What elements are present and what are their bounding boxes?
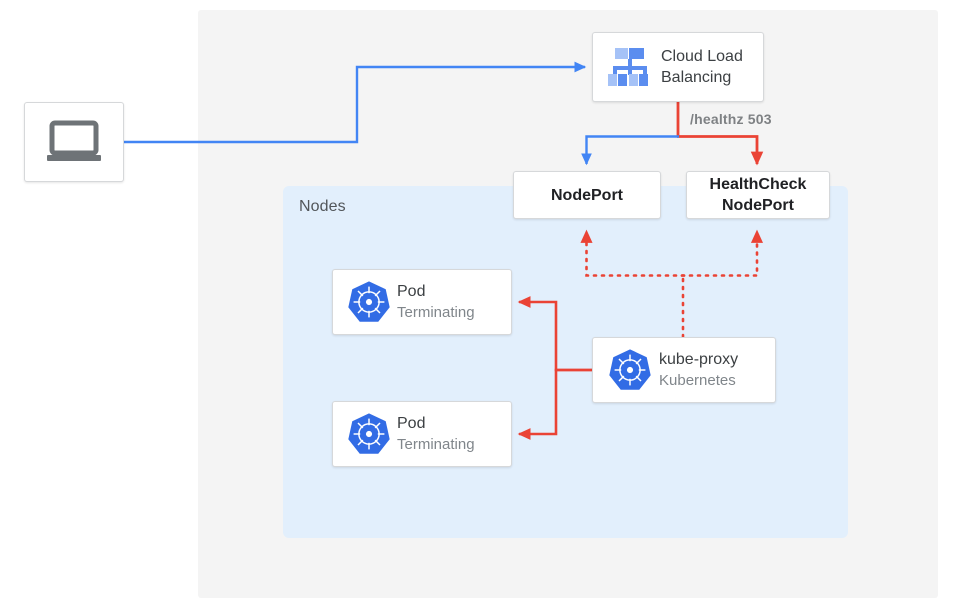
pod-2-texts: Pod Terminating	[397, 413, 475, 455]
healthcheck-nodeport-title: HealthCheck NodePort	[709, 176, 807, 214]
pod-1-status: Terminating	[397, 304, 475, 321]
healthz-label: /healthz 503	[690, 111, 772, 127]
nodeport-title: NodePort	[551, 186, 623, 204]
kubernetes-icon	[341, 280, 397, 324]
pod-1-title: Pod	[397, 283, 426, 300]
nodes-region-label: Nodes	[299, 198, 346, 215]
kubernetes-icon	[341, 412, 397, 456]
kube-proxy-texts: kube-proxy Kubernetes	[659, 349, 738, 391]
cloud-load-balancing-title: Cloud Load Balancing	[661, 48, 743, 86]
pod-node-2[interactable]: Pod Terminating	[332, 401, 512, 467]
healthcheck-nodeport-node[interactable]: HealthCheck NodePort	[686, 171, 830, 219]
kubernetes-icon	[601, 348, 659, 392]
laptop-icon	[45, 120, 103, 164]
kube-proxy-subtitle: Kubernetes	[659, 372, 736, 389]
pod-node-1[interactable]: Pod Terminating	[332, 269, 512, 335]
cloud-load-balancing-node[interactable]: Cloud Load Balancing	[592, 32, 764, 102]
cloud-load-balancing-icon	[599, 44, 661, 90]
cloud-load-balancing-texts: Cloud Load Balancing	[661, 46, 743, 88]
kube-proxy-title: kube-proxy	[659, 351, 739, 368]
pod-2-title: Pod	[397, 415, 426, 432]
pod-1-texts: Pod Terminating	[397, 281, 475, 323]
pod-2-status: Terminating	[397, 436, 475, 453]
client-node[interactable]	[24, 102, 124, 182]
kube-proxy-node[interactable]: kube-proxy Kubernetes	[592, 337, 776, 403]
nodeport-node[interactable]: NodePort	[513, 171, 661, 219]
